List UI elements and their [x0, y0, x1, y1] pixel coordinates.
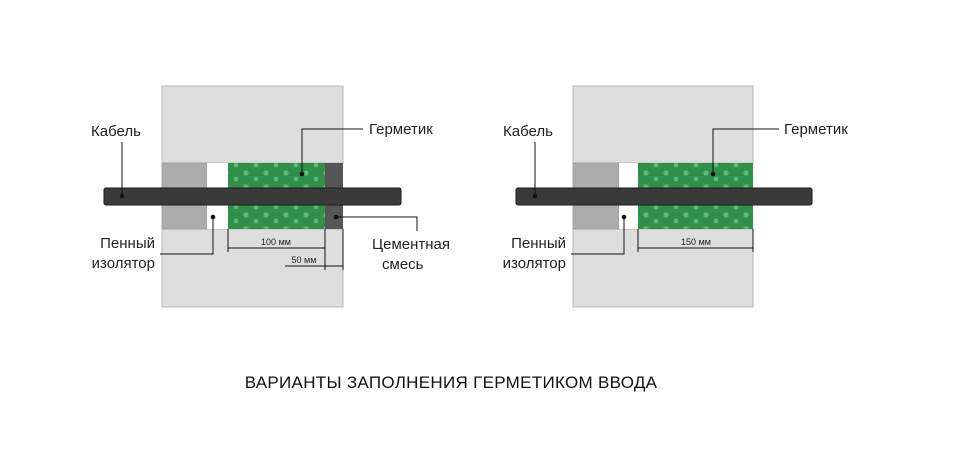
wall-top: [161, 85, 344, 164]
gap-bottom: [207, 205, 228, 229]
sealant-label: Герметик: [784, 121, 848, 138]
foam-leader-dot: [210, 214, 216, 220]
cable-label: Кабель: [503, 123, 553, 140]
foam-label-line2: изолятор: [92, 255, 155, 272]
cement-mix-top: [325, 163, 343, 188]
sealant-bottom-texture: [228, 205, 325, 229]
sealant-leader: [712, 128, 779, 174]
cable-leader-dot: [532, 193, 538, 199]
foam-leader: [571, 217, 625, 255]
cable-leader-dot: [119, 193, 125, 199]
gap-top: [619, 163, 638, 188]
left-diagram: 100 мм 50 мм Кабель Герметик Пенный изол…: [91, 85, 450, 308]
foam-insulator-bottom: [572, 204, 620, 230]
cement-label-line1: Цементная: [372, 236, 450, 253]
cement-label-line2: смесь: [382, 256, 424, 273]
gap-top: [207, 163, 228, 188]
sealant-top-texture: [638, 163, 753, 188]
foam-insulator-bottom: [161, 204, 208, 230]
cable: [103, 187, 402, 206]
sealant-leader-dot: [299, 171, 305, 177]
foam-label-line1: Пенный: [511, 235, 566, 252]
sealant-bottom-texture: [638, 205, 753, 229]
right-diagram: 150 мм Кабель Герметик Пенный изолятор: [503, 85, 848, 308]
diagram-caption: ВАРИАНТЫ ЗАПОЛНЕНИЯ ГЕРМЕТИКОМ ВВОДА: [244, 373, 658, 392]
sealant-leader-dot: [710, 171, 716, 177]
foam-insulator-top: [572, 162, 620, 189]
foam-insulator-top: [161, 162, 208, 189]
dim-sealant-text: 100 мм: [261, 237, 291, 247]
dim-cement-text: 50 мм: [292, 255, 317, 265]
wall-bottom: [572, 228, 754, 308]
cable-label: Кабель: [91, 123, 141, 140]
dim-sealant-text: 150 мм: [681, 237, 711, 247]
foam-label-line2: изолятор: [503, 255, 566, 272]
sealant-top-texture: [228, 163, 325, 188]
wall-top: [572, 85, 754, 164]
sealant-label: Герметик: [369, 121, 433, 138]
cable: [515, 187, 813, 206]
foam-leader-dot: [621, 214, 627, 220]
foam-label-line1: Пенный: [100, 235, 155, 252]
cement-leader: [336, 216, 418, 231]
foam-leader: [160, 217, 214, 255]
wall-bottom: [161, 228, 344, 308]
cement-leader-dot: [333, 214, 339, 220]
sealant-leader: [301, 128, 363, 174]
